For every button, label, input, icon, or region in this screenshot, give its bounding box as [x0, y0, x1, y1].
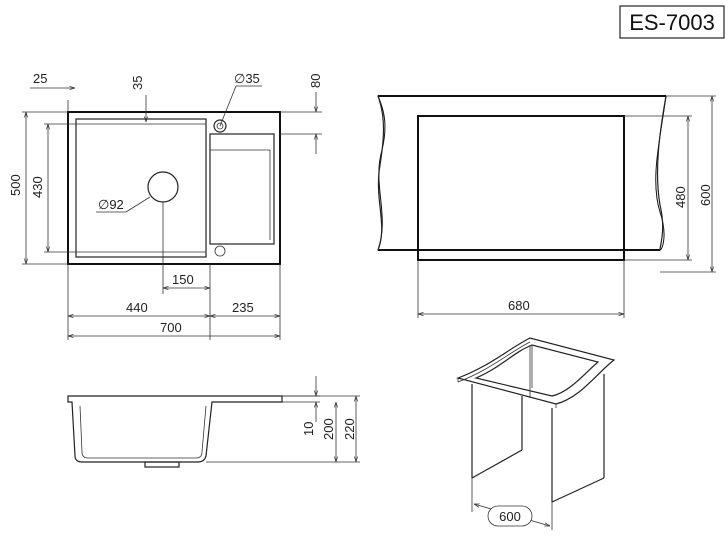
dim-drain-offset: 150: [172, 272, 194, 287]
dim-right-edge: 80: [308, 74, 323, 88]
dim-drainer-width: 235: [232, 300, 254, 315]
dim-tap-hole: ∅35: [234, 71, 260, 86]
drain-hole: [147, 171, 179, 203]
top-view: 25 35 ∅35 80 500 430 ∅92 150: [8, 71, 323, 340]
dim-left-offset: 25: [33, 71, 47, 86]
dim-cut-inner: 480: [673, 186, 688, 208]
dim-cabinet-width: 600: [499, 509, 521, 524]
drain-pipe: [144, 461, 180, 468]
dim-total-height: 220: [342, 418, 357, 440]
bowl-outline: [75, 118, 207, 258]
tap-hole: [213, 119, 227, 133]
dim-bowl-width: 440: [126, 300, 148, 315]
side-view: 10 200 220: [67, 376, 360, 468]
dim-total-depth: 500: [8, 174, 23, 196]
dim-bowl-depth: 430: [30, 176, 45, 198]
overflow-hole: [214, 245, 226, 257]
drainer-outline: [209, 133, 275, 245]
dim-top-rim: 35: [130, 76, 145, 90]
model-title-box: ES-7003: [619, 5, 725, 39]
model-title: ES-7003: [629, 10, 715, 35]
dim-rim: 10: [301, 422, 316, 436]
sink-outline: [67, 111, 281, 265]
cutout-rect: [417, 115, 625, 261]
cutout-view: 680 480 600: [377, 95, 716, 318]
dim-drain: ∅92: [98, 197, 124, 212]
dim-cut-outer: 600: [698, 184, 713, 206]
dim-total-width: 700: [160, 320, 182, 335]
dim-bowl-height: 200: [321, 418, 336, 440]
cabinet-view: 600: [456, 337, 616, 530]
dim-cut-width: 680: [508, 298, 530, 313]
